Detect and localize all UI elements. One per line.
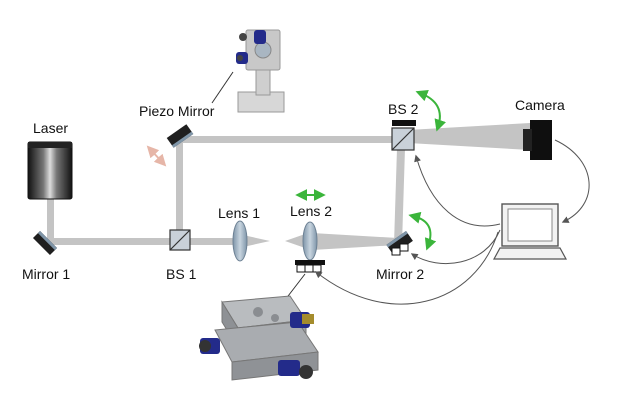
computer-keyboard-icon <box>492 247 568 260</box>
mirror-2: Mirror 2 <box>376 211 437 282</box>
lens-2-icon <box>302 221 318 261</box>
piezo-motion-arrow <box>146 145 167 167</box>
signal-lines <box>314 139 590 305</box>
mirror-2-tilt-arrow <box>408 211 437 251</box>
camera-icon <box>530 120 552 160</box>
piezo-mirror-label: Piezo Mirror <box>139 103 215 119</box>
beam-bs1-to-lens1 <box>180 238 237 245</box>
laser-source-icon <box>27 141 73 200</box>
beam-lens1-focus <box>243 235 270 247</box>
beam-laser-down <box>47 198 54 242</box>
lens-1-icon <box>232 220 248 262</box>
laser-label: Laser <box>33 120 68 136</box>
laser: Laser <box>27 120 73 200</box>
signal-camera-to-computer <box>554 139 590 223</box>
lens-2: Lens 2 <box>284 189 332 301</box>
beam-focus-lens2 <box>285 233 308 249</box>
bs1-label: BS 1 <box>166 266 197 282</box>
piezo-mirror: Piezo Mirror <box>139 71 234 167</box>
beam-piezo-to-bs2 <box>176 136 402 143</box>
mirror-1-icon <box>32 230 58 256</box>
camera: Camera <box>515 97 565 160</box>
beam-bs1-up <box>176 140 183 242</box>
beam-splitter-2: BS 2 <box>388 89 446 151</box>
lens-1-label: Lens 1 <box>218 205 260 221</box>
lens-2-stage-marker <box>295 260 325 273</box>
lens-2-label: Lens 2 <box>290 203 332 219</box>
mirror-2-label: Mirror 2 <box>376 266 424 282</box>
beam-splitter-1: BS 1 <box>166 229 197 282</box>
piezo-mount-pointer <box>211 71 234 104</box>
lens-1: Lens 1 <box>218 205 260 262</box>
bs2-tilt-arrow <box>415 89 446 132</box>
computer <box>492 203 568 260</box>
beam-bs2-to-camera <box>408 123 530 150</box>
mirror-1: Mirror 1 <box>22 230 70 282</box>
kinematic-mirror-mount-icon <box>236 29 285 113</box>
beam-mirror2-to-bs2 <box>394 148 405 244</box>
beam-paths <box>47 123 530 250</box>
signal-computer-to-mirror2 <box>410 229 501 265</box>
signal-computer-to-bs2 <box>414 154 501 227</box>
translation-stage-icon <box>199 295 319 381</box>
bs2-label: BS 2 <box>388 101 419 117</box>
camera-label: Camera <box>515 97 565 113</box>
beam-mirror1-to-bs1 <box>50 238 180 245</box>
mirror-1-label: Mirror 1 <box>22 266 70 282</box>
signal-computer-to-lens2-stage <box>314 231 499 305</box>
beam-lens2-to-mirror2 <box>312 233 398 250</box>
piezo-mirror-icon <box>166 124 194 148</box>
